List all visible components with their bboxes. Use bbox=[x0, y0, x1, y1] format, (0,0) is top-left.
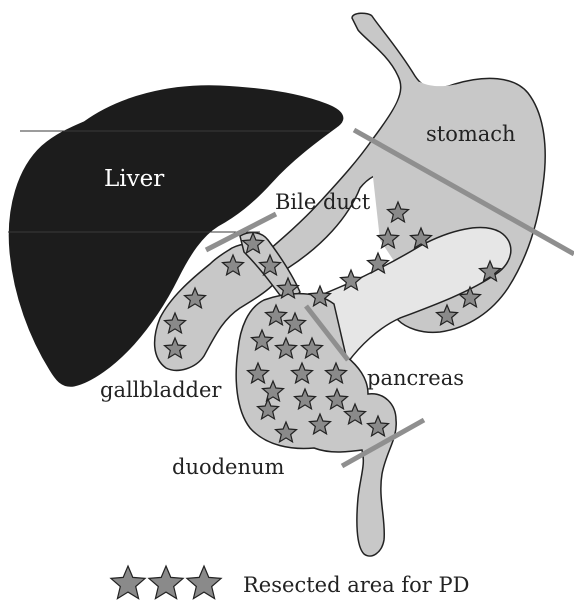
label-gallbladder: gallbladder bbox=[100, 378, 222, 402]
legend-star-icon bbox=[111, 566, 145, 599]
legend: Resected area for PD bbox=[111, 566, 470, 599]
label-liver: Liver bbox=[104, 166, 164, 192]
label-duodenum: duodenum bbox=[172, 455, 285, 479]
legend-star-icon bbox=[149, 566, 183, 599]
legend-label: Resected area for PD bbox=[243, 573, 469, 597]
label-bile-duct: Bile duct bbox=[275, 190, 371, 214]
legend-star-icon bbox=[187, 566, 221, 599]
label-pancreas: pancreas bbox=[367, 366, 464, 390]
label-stomach: stomach bbox=[426, 122, 516, 146]
legend-star-icons bbox=[111, 566, 221, 599]
